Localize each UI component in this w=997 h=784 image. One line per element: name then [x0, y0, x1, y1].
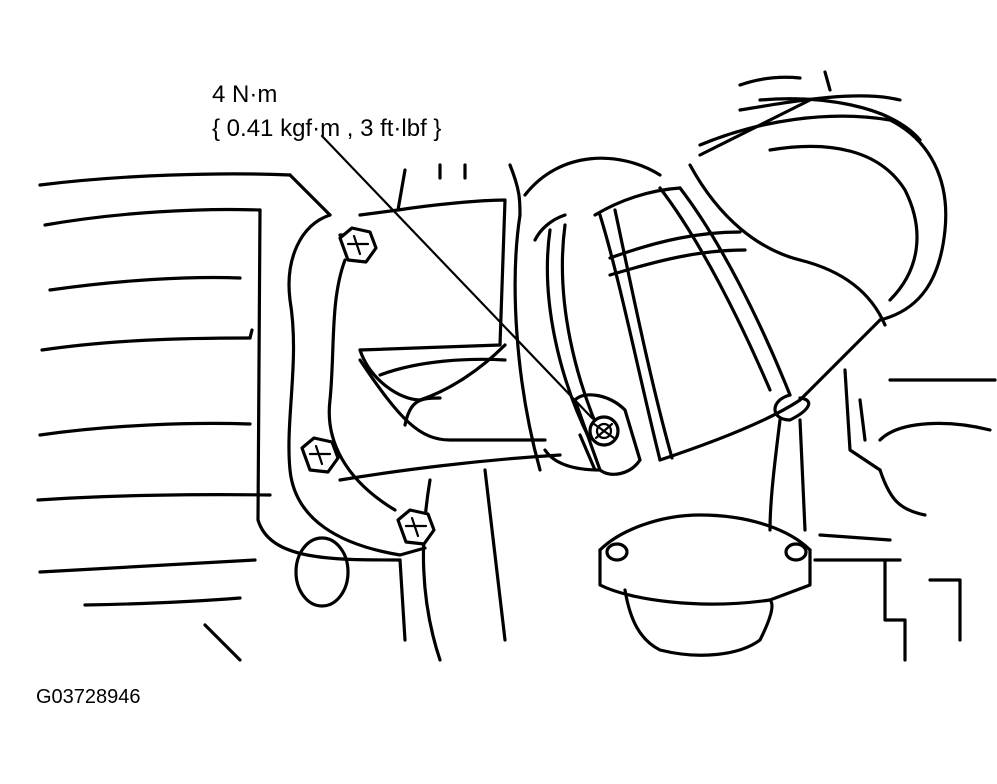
flange-bolts: [300, 226, 436, 546]
hose-clamp: [573, 393, 642, 476]
cap-screw-hole-right: [784, 542, 808, 562]
torque-callout: 4 N·m { 0.41 kgf·m , 3 ft·lbf }: [212, 78, 441, 146]
flange-bracket: [287, 213, 427, 557]
callout-leader-line: [320, 134, 594, 420]
intake-duct: [338, 163, 562, 662]
hex-bolt-bottom-icon: [396, 508, 436, 546]
cap-housing: [598, 368, 997, 662]
hex-bolt-top-icon: [338, 226, 378, 264]
mounting-hole: [294, 536, 350, 608]
torque-value-alt: { 0.41 kgf·m , 3 ft·lbf }: [212, 115, 442, 142]
torque-value-nm: 4 N·m: [212, 81, 278, 108]
engine-block: [36, 70, 997, 662]
air-intake-hose: [593, 70, 948, 462]
hex-bolt-middle-icon: [300, 436, 340, 474]
figure-code: G03728946: [36, 686, 141, 708]
cap-screw-hole-left: [605, 542, 629, 562]
